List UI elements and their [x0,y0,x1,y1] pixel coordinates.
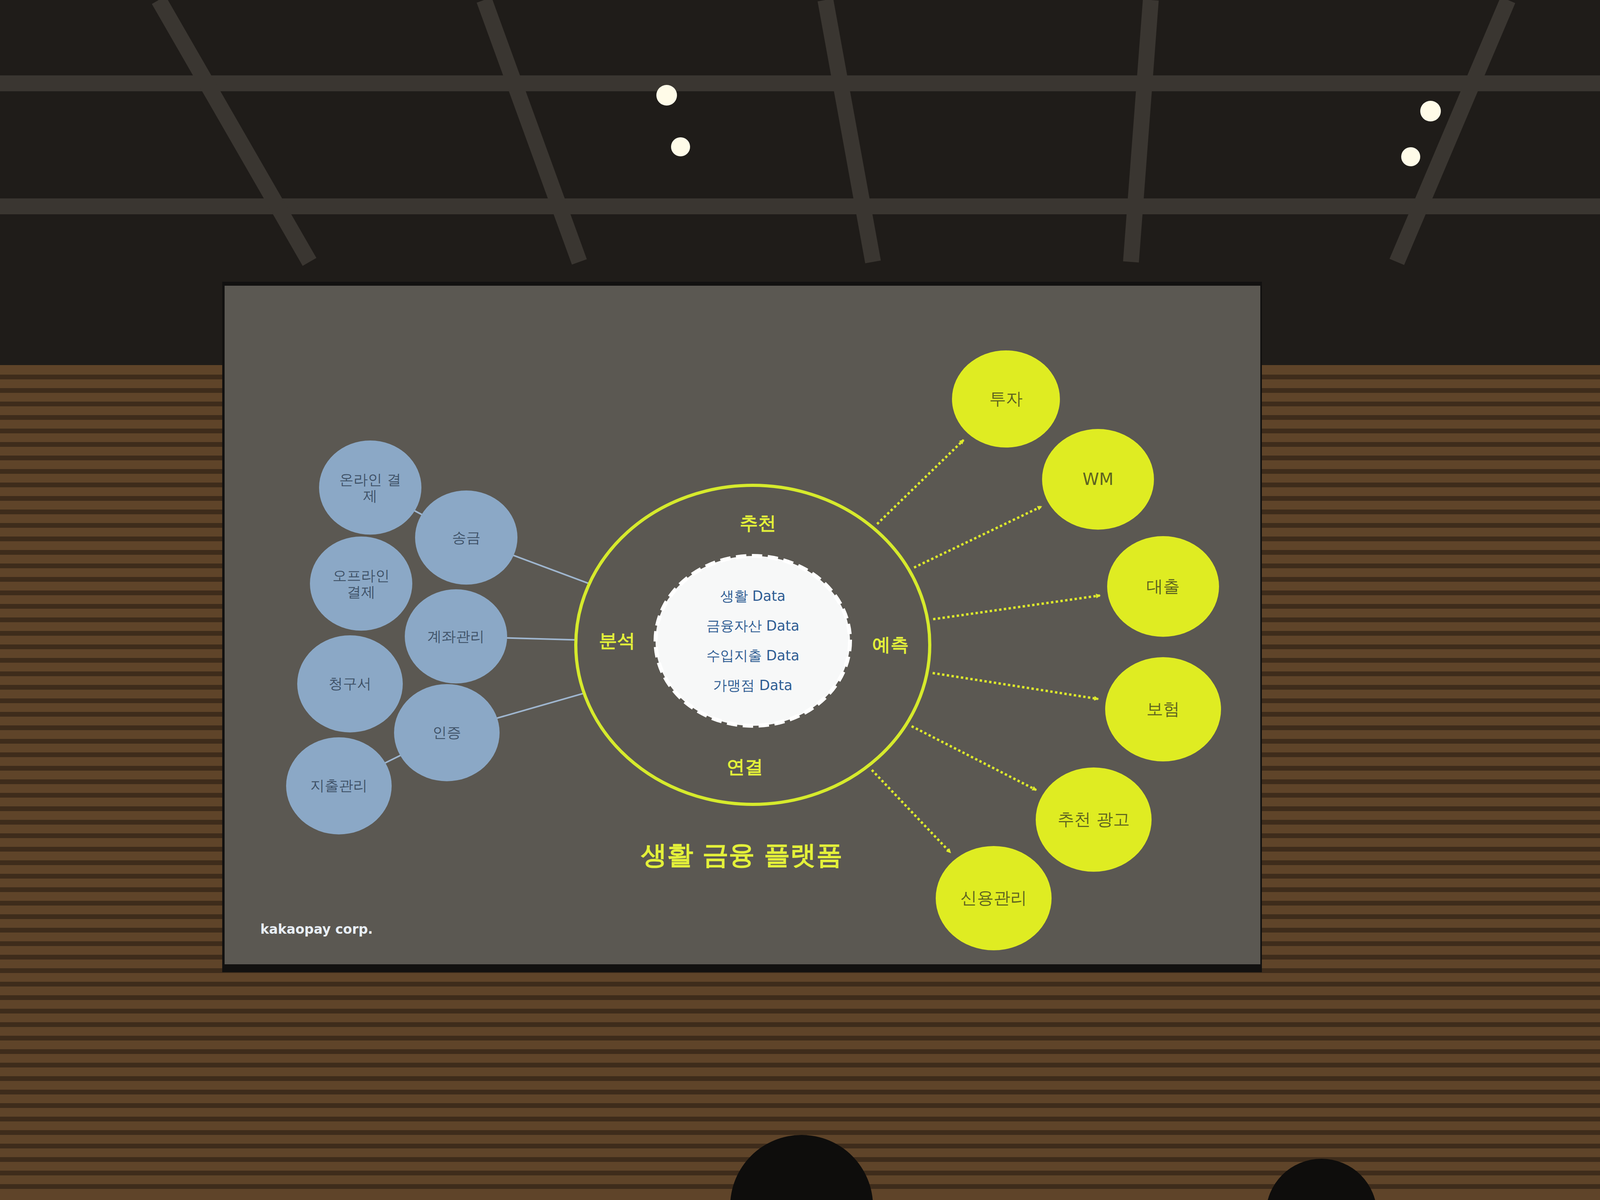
node-text: 계좌관리 [427,628,485,645]
service-circle: 신용관리 [935,846,1052,951]
node-text: 분석 [598,628,636,654]
dotted-arrow [913,506,1042,568]
service-circle: 온라인 결제 [319,440,422,535]
node-text: 송금 [451,529,481,546]
node-text: 지출관리 [310,777,368,794]
node-text: 오프라인 결제 [326,567,396,601]
node-text: 인증 [432,724,462,741]
dotted-arrow [911,726,1037,791]
circle-shape [653,553,852,728]
node-text: 가맹점 Data [713,670,793,701]
data-core: 생활 Data금융자산 Data수입지출 Data가맹점 Data [653,553,852,728]
node-text: 추천 [739,511,777,536]
connector-line [384,754,402,764]
watermark-label: kakaopay corp. [260,921,374,937]
service-circle: 청구서 [297,635,403,733]
service-circle: 보험 [1105,657,1222,762]
projection-screen [224,285,1261,965]
dotted-arrow [932,673,1099,699]
node-text: 연결 [726,754,764,780]
service-circle: 인증 [394,684,500,782]
audience-head [730,1134,874,1200]
platform-ring: 추천분석예측연결생활 금융 플랫폼생활 Data금융자산 Data수입지출 Da… [574,483,932,806]
node-text: 온라인 결제 [335,471,405,505]
ceiling-light [671,137,691,157]
dotted-arrow [871,769,951,853]
service-circle: 송금 [415,490,518,585]
screen-frame [222,281,1262,973]
node-text: 생활 Data [720,581,786,612]
service-circle: 지출관리 [286,737,392,835]
node-text: 청구서 [328,675,372,692]
service-circle: 대출 [1107,536,1220,637]
node-text: 수입지출 Data [706,640,800,671]
dotted-arrow [932,595,1100,620]
node-text: 대출 [1146,576,1180,597]
service-circle: WM [1042,428,1154,530]
node-text: 예측 [872,632,909,658]
ceiling-light [656,84,677,106]
node-text: WM [1082,469,1114,490]
connector-line [413,510,424,516]
node-text: 금융자산 Data [706,611,800,641]
node-text: 투자 [989,388,1023,409]
node-text: 보험 [1146,699,1180,720]
ceiling-light [1401,147,1421,167]
connector-line [512,554,590,584]
audience-head [1265,1158,1377,1200]
ceiling-light [1420,100,1441,122]
service-circle: 추천 광고 [1035,767,1152,872]
node-text: 추천 광고 [1057,809,1130,830]
service-circle: 투자 [951,350,1060,448]
dotted-arrow [876,440,964,525]
service-circle: 오프라인 결제 [309,536,413,631]
node-text: 생활 금융 플랫폼 [640,837,843,874]
connector-line [505,638,576,641]
node-text: 신용관리 [960,888,1027,908]
service-circle: 계좌관리 [404,589,508,684]
connector-line [495,693,585,719]
ceiling-grid [0,0,1600,262]
